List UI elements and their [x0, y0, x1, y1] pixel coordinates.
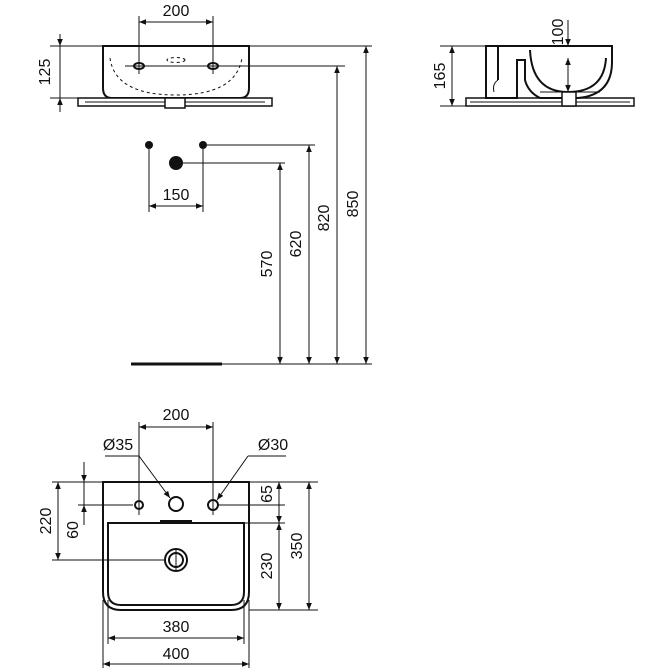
plan-depth-220-label: 220 [38, 508, 55, 535]
front-tap-spacing-label: 200 [163, 3, 190, 20]
bowl-hidden-line [109, 57, 243, 96]
plan-inner-bowl [107, 522, 245, 606]
supply-point-left [145, 141, 153, 149]
basin-front-outline [102, 45, 250, 99]
plan-overflow [160, 520, 192, 524]
plan-view: 200 Ø35 Ø30 220 60 65 230 350 [38, 407, 318, 668]
front-elevation: 200 125 150 570 620 820 [37, 3, 372, 366]
height-850-label: 850 [345, 191, 362, 218]
side-elevation: 100 165 [432, 19, 635, 107]
pipe-spacing-label: 150 [163, 187, 190, 204]
waste-outlet [164, 97, 186, 109]
height-620-label: 620 [288, 231, 305, 258]
plan-outer-outline [102, 481, 250, 611]
plan-tap-hole-centre [168, 496, 184, 512]
plan-inner-width-label: 380 [163, 619, 190, 636]
side-bowl-depth-label: 100 [550, 19, 567, 46]
height-820-label: 820 [316, 205, 333, 232]
plan-bowl-depth-label: 230 [259, 553, 276, 580]
side-waste-outlet [561, 91, 577, 107]
overflow-slot [166, 57, 186, 63]
side-basin-outline [485, 45, 613, 99]
waste-point [169, 156, 183, 170]
front-basin-height-label: 125 [37, 59, 54, 86]
plan-overall-width-label: 400 [163, 646, 190, 663]
plan-overall-depth-label: 350 [289, 533, 306, 560]
plan-tap-spacing-label: 200 [163, 407, 190, 424]
supply-point-right [199, 141, 207, 149]
hole-diameter-right-label: Ø30 [258, 437, 288, 454]
side-overall-height-label: 165 [432, 63, 449, 90]
plan-hole-row-label: 65 [259, 485, 276, 503]
height-570-label: 570 [259, 251, 276, 278]
hole-diameter-left-label: Ø35 [103, 437, 133, 454]
plan-hole-offset-label: 60 [65, 521, 82, 539]
